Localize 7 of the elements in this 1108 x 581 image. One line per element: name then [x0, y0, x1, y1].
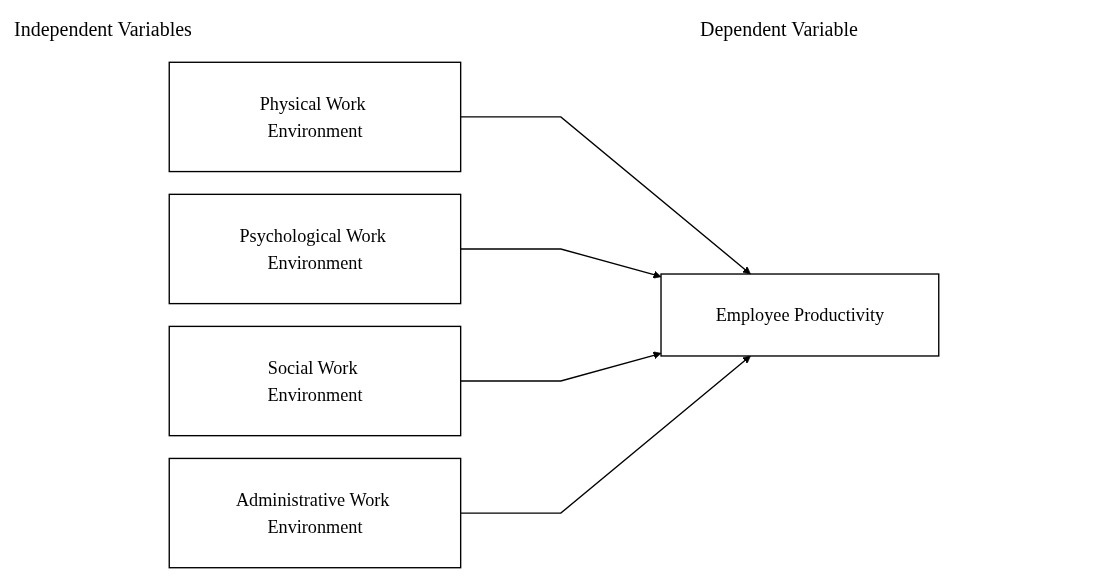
node-box: Psychological Work Environment [168, 193, 462, 305]
node-box: Administrative Work Environment [168, 457, 462, 569]
node-box: Employee Productivity [660, 273, 940, 357]
node-box: Physical Work Environment [168, 61, 462, 173]
column-heading: Independent Variables [14, 18, 192, 41]
column-heading: Dependent Variable [700, 18, 858, 41]
node-box: Social Work Environment [168, 325, 462, 437]
